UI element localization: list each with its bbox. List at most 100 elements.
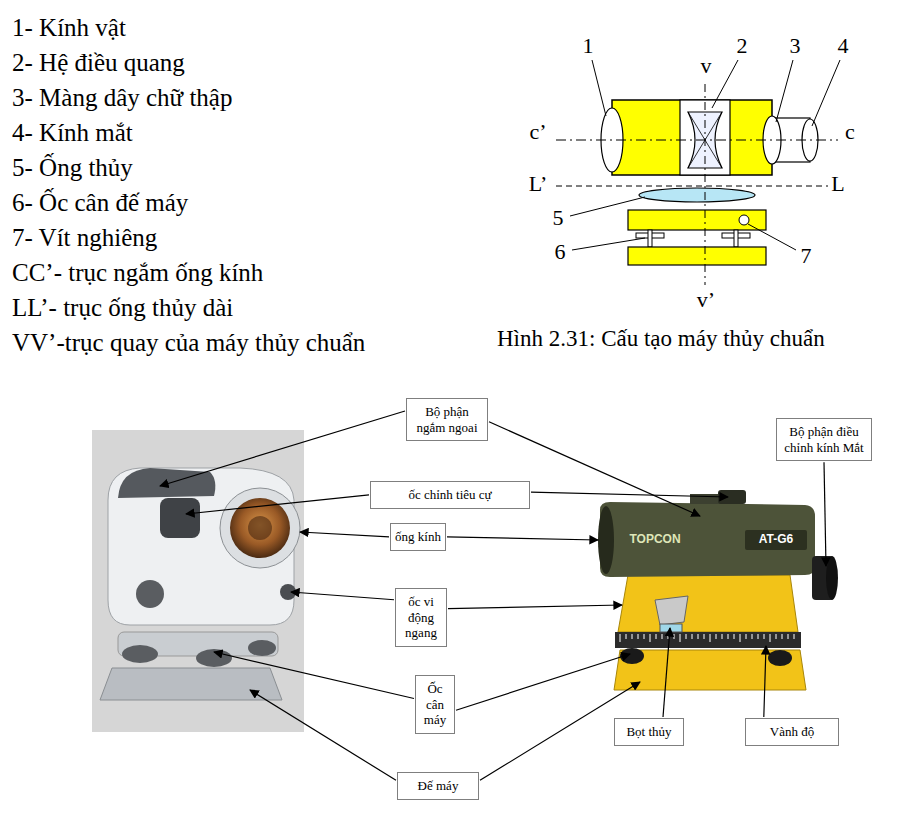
tick-mark	[680, 634, 681, 642]
foot-screw	[248, 640, 276, 656]
foot-screw	[122, 645, 158, 663]
callout-number: v	[701, 54, 712, 78]
legend-line: 3- Màng dây chữ thập	[12, 84, 232, 112]
sight-grip	[118, 468, 215, 498]
legend-line: 4- Kính mắt	[12, 119, 133, 147]
grey-level-photo	[92, 430, 304, 732]
callout-box: Ốc cân máy	[415, 675, 455, 734]
model-mark: AT-G6	[759, 533, 793, 546]
leader-line	[572, 238, 645, 250]
lens-ring	[220, 488, 300, 568]
tick-mark	[758, 634, 759, 639]
tick-mark	[662, 634, 663, 639]
callout-number: 5	[553, 206, 564, 230]
tick-mark	[674, 634, 675, 639]
tick-mark	[644, 634, 645, 639]
leader-arrow	[300, 532, 389, 537]
callout-box: Bọt thủy	[614, 718, 684, 746]
leader-arrow	[291, 592, 394, 600]
callout-text: ốc vi động ngang	[400, 594, 442, 641]
leader-line	[712, 60, 738, 108]
base-plate	[628, 247, 766, 265]
sight-axis	[556, 140, 838, 141]
focus-knob	[160, 498, 200, 538]
tick-mark	[698, 634, 699, 639]
tick-mark	[782, 634, 783, 639]
tick-mark	[668, 634, 669, 639]
callout-text: Bộ phận điều chỉnh kính Mắt	[781, 424, 867, 455]
tick-mark	[770, 634, 771, 642]
leader-line	[748, 224, 796, 250]
leader-arrow	[186, 495, 369, 514]
leader-arrow	[456, 654, 630, 710]
eyepiece-knob	[826, 556, 838, 600]
lens-center	[248, 516, 272, 540]
leader-arrow	[160, 411, 405, 486]
tick-mark	[620, 634, 621, 642]
callout-box: Bộ phận điều chỉnh kính Mắt	[776, 418, 872, 461]
tick-mark	[656, 634, 657, 639]
tick-mark	[650, 634, 651, 642]
callout-box: ốc vi động ngang	[395, 588, 447, 647]
motion-screw	[136, 580, 164, 608]
topcon-level-photo	[598, 490, 838, 690]
callout-box: Bộ phận ngắm ngoai	[406, 398, 488, 441]
leader-arrow	[448, 605, 622, 609]
callout-number: 7	[801, 244, 812, 268]
vertical-axis	[705, 84, 706, 285]
tick-mark	[704, 634, 705, 639]
leader-lines	[160, 411, 826, 780]
callout-text: Bộ phận ngắm ngoai	[411, 404, 483, 435]
callout-box: ống kính	[390, 523, 446, 551]
tick-mark	[740, 634, 741, 642]
leader-arrow	[214, 652, 414, 699]
telescope-body	[612, 100, 772, 175]
tick-mark	[638, 634, 639, 639]
leader-arrow	[764, 646, 766, 717]
tick-mark	[794, 634, 795, 639]
callout-number: v’	[697, 288, 715, 312]
callout-number: 1	[583, 34, 594, 58]
legend-line: 7- Vít nghiêng	[12, 224, 157, 252]
circle-ticks	[620, 634, 794, 642]
leader-line	[776, 60, 793, 122]
callout-number: L’	[529, 172, 548, 196]
vial-axis	[556, 186, 828, 187]
tick-mark	[716, 634, 717, 639]
tick-mark	[734, 634, 735, 639]
callout-text: Vành độ	[750, 724, 834, 740]
tick-mark	[728, 634, 729, 639]
tick-mark	[632, 634, 633, 639]
foot-screw	[196, 649, 232, 667]
level-vial	[639, 188, 755, 202]
bubble-vial	[660, 624, 682, 632]
foot-screw	[734, 230, 738, 247]
tick-mark	[686, 634, 687, 639]
callout-number: c’	[529, 120, 546, 144]
leader-line	[592, 60, 606, 116]
instrument-body	[618, 575, 798, 632]
leader-arrow	[250, 690, 396, 780]
legend-line: 6- Ốc cân đế máy	[12, 189, 188, 217]
leader-line	[570, 197, 645, 216]
upper-plate	[628, 210, 766, 230]
legend-line: 5- Ống thủy	[12, 154, 133, 182]
callout-text: Bọt thủy	[619, 724, 679, 740]
callout-number: 6	[555, 240, 566, 264]
tick-mark	[746, 634, 747, 639]
legend-line: CC’- trục ngắm ống kính	[12, 259, 263, 287]
leader-arrow	[824, 462, 826, 566]
callout-number: 3	[790, 34, 801, 58]
callout-number: c	[845, 120, 855, 144]
callout-box: Đế máy	[397, 772, 479, 800]
tick-mark	[764, 634, 765, 639]
leader-arrow	[663, 628, 670, 717]
photo-ground	[92, 430, 304, 732]
callout-number: L	[831, 172, 844, 196]
callout-text: ốc chỉnh tiêu cự	[375, 487, 525, 503]
legend-line: VV’-trục quay của máy thủy chuẩn	[12, 329, 365, 357]
objective-lens	[230, 498, 290, 558]
callout-box: ốc chỉnh tiêu cự	[370, 481, 530, 509]
callout-text: ống kính	[395, 529, 441, 545]
